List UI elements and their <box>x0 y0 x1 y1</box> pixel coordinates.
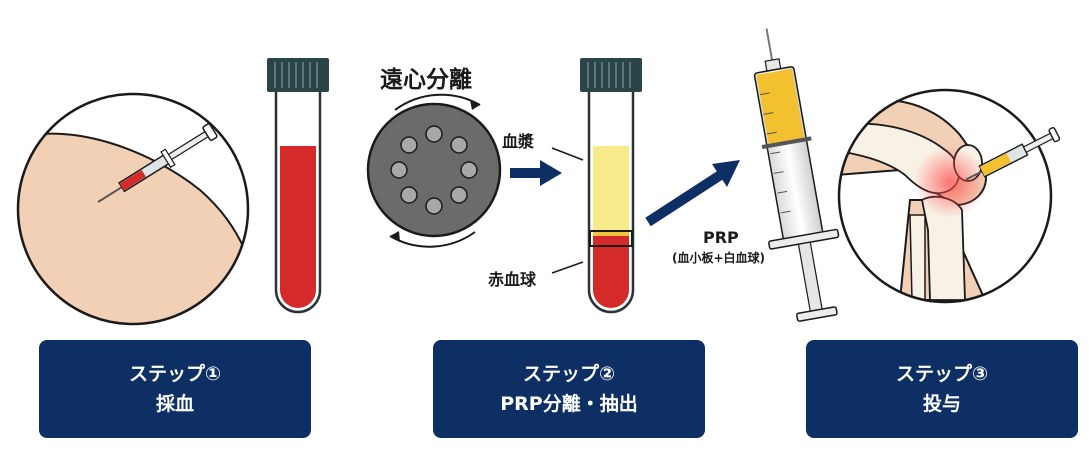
prp-sub-label: (血小板+白血球) <box>672 251 766 265</box>
step-1-title: ステップ① <box>128 363 222 385</box>
step-3-title: ステップ③ <box>895 363 989 385</box>
step-1-box: ステップ① 採血 <box>39 340 311 438</box>
step-1-action: 採血 <box>155 393 194 415</box>
centrifuge-icon <box>366 93 502 248</box>
arm-skin <box>18 133 248 324</box>
syringe-icon <box>97 123 218 203</box>
fibula <box>909 214 926 301</box>
step-2-title: ステップ② <box>522 363 616 385</box>
step-2-action: PRP分離・抽出 <box>500 393 638 415</box>
step-2-box: ステップ② PRP分離・抽出 <box>433 340 705 438</box>
rbc-label: 赤血球 <box>488 270 537 289</box>
arrow-diagonal-icon <box>645 160 740 227</box>
separated-tube-icon <box>551 58 642 314</box>
step-3-action: 投与 <box>922 393 961 415</box>
plasma-label: 血漿 <box>502 132 535 151</box>
blood-draw-illustration <box>16 92 250 326</box>
knee-joint-icon <box>837 88 1061 304</box>
centrifuge-label: 遠心分離 <box>380 67 472 93</box>
arrow-right-icon <box>510 160 562 186</box>
test-tube-icon <box>267 58 329 314</box>
prp-syringe-icon <box>753 28 840 322</box>
prp-label: PRP <box>703 228 739 247</box>
step-3-box: ステップ③ 投与 <box>806 340 1078 438</box>
